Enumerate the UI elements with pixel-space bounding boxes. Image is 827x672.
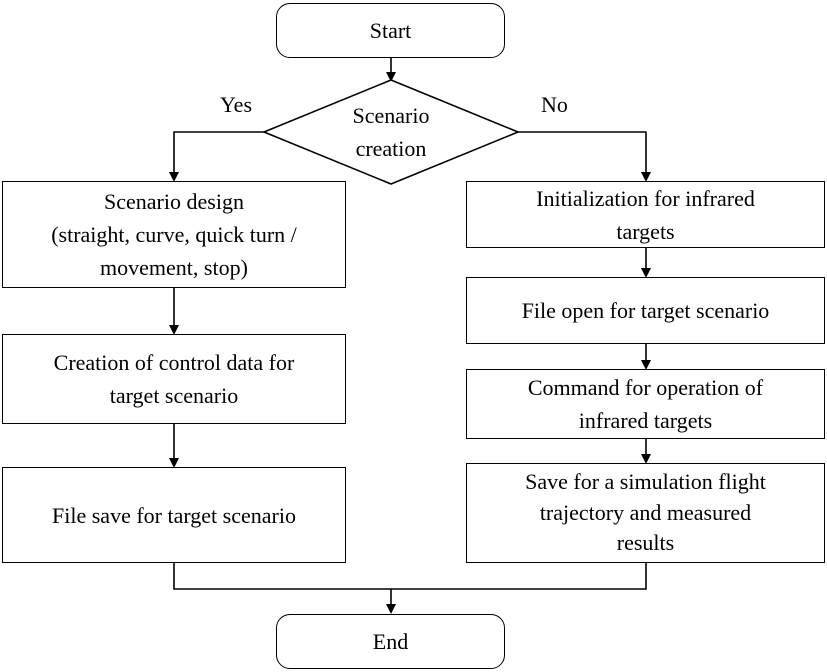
step-save-simulation: Save for a simulation flight trajectory … [466,463,825,563]
step-label: File save for target scenario [52,502,296,528]
arrow-yes-branch [169,131,264,182]
no-label: No [541,92,568,117]
decision-label: Scenario creation [352,103,430,161]
step-file-open: File open for target scenario [466,277,825,344]
arrow-no-branch [518,131,651,182]
step-control-data: Creation of control data for target scen… [2,334,346,424]
merge-line [173,563,647,590]
step-initialization: Initialization for infrared targets [466,181,825,248]
step-label: Creation of control data for target scen… [53,350,295,408]
end-node: End [276,614,505,669]
end-label: End [372,629,409,654]
step-scenario-design: Scenario design (straight, curve, quick … [2,181,346,288]
step-command: Command for operation of infrared target… [466,369,825,439]
step-label: Scenario design (straight, curve, quick … [51,189,297,280]
step-file-save: File save for target scenario [2,467,346,563]
start-label: Start [369,18,412,43]
step-label: File open for target scenario [521,298,770,323]
step-label: Initialization for infrared targets [536,185,755,244]
yes-label: Yes [220,92,253,117]
step-label: Command for operation of infrared target… [527,375,764,433]
decision-diamond [261,79,521,185]
start-node: Start [276,3,505,58]
step-label: Save for a simulation flight trajectory … [525,468,766,556]
